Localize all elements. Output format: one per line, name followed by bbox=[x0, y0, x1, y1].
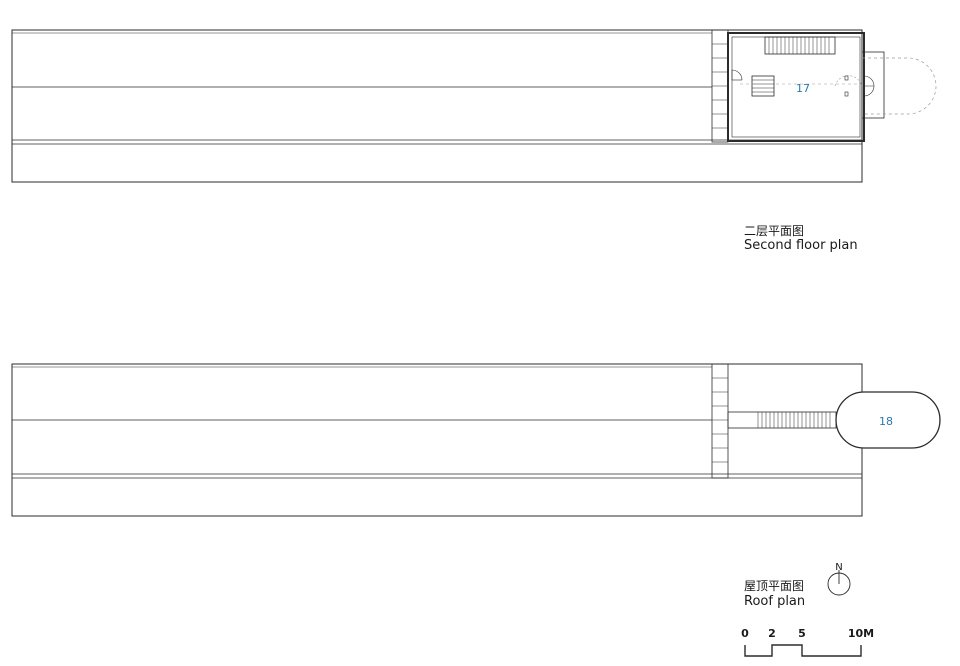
double-door bbox=[863, 75, 875, 97]
room-17-walls bbox=[727, 32, 865, 142]
room-18-capsule bbox=[835, 391, 941, 449]
scale-tick-10m: 10M bbox=[848, 627, 874, 640]
scale-tick-2: 2 bbox=[768, 627, 776, 640]
stair-top bbox=[764, 36, 836, 55]
scale-bar bbox=[744, 644, 862, 657]
door-swing-left bbox=[731, 69, 743, 81]
second-floor-caption-cn: 二层平面图 bbox=[744, 224, 805, 238]
entrance-bay bbox=[861, 51, 885, 119]
scale-tick-0: 0 bbox=[741, 627, 749, 640]
north-label: N bbox=[835, 562, 842, 573]
north-arrow bbox=[827, 570, 851, 596]
second-floor-caption-en: Second floor plan bbox=[744, 238, 858, 253]
stair-small bbox=[751, 75, 775, 97]
scale-tick-5: 5 bbox=[798, 627, 806, 640]
room-number-17: 17 bbox=[796, 82, 810, 95]
roof-outline bbox=[11, 363, 863, 517]
dashed-canopy bbox=[862, 57, 937, 115]
roof-column-strip bbox=[711, 363, 729, 479]
roof-caption-en: Roof plan bbox=[744, 594, 806, 609]
roof-plan bbox=[11, 363, 941, 517]
second-floor-plan bbox=[11, 29, 937, 183]
second-floor-outline bbox=[11, 29, 863, 183]
roof-caption-cn: 屋顶平面图 bbox=[744, 579, 805, 593]
room-number-18: 18 bbox=[879, 415, 893, 428]
